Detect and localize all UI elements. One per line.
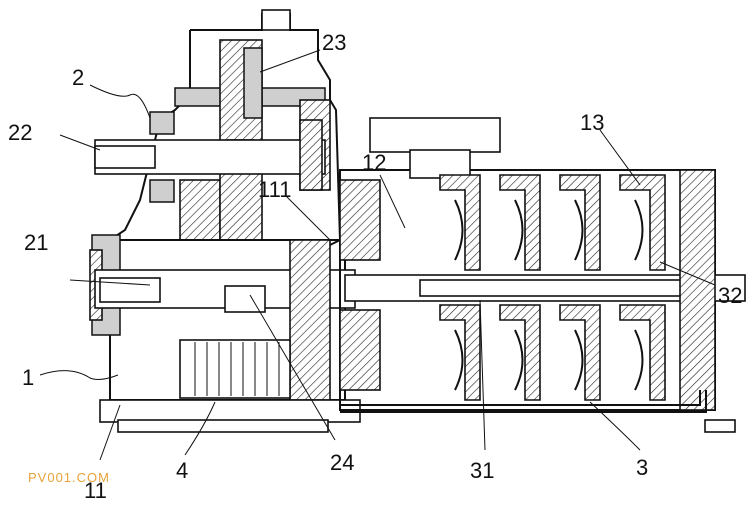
cooling-coil	[179, 339, 291, 399]
callout-31: 31	[470, 458, 494, 483]
watermark-text: PV001.COM	[28, 470, 110, 485]
callout-21: 21	[24, 230, 48, 255]
gearbox-top-bolt	[261, 9, 291, 31]
callout-111: 111	[258, 177, 291, 202]
bearing-housing	[89, 234, 356, 401]
base-frame	[99, 399, 361, 433]
return-pipe	[340, 390, 736, 433]
callout-11: 11	[84, 478, 107, 503]
callout-24: 24	[330, 450, 354, 475]
input-shaft	[94, 111, 326, 203]
callout-23: 23	[322, 30, 346, 55]
callout-1: 1	[22, 365, 34, 390]
callout-12: 12	[362, 150, 386, 175]
leader-lines	[39, 49, 716, 461]
callout-2: 2	[72, 65, 84, 90]
callout-22: 22	[8, 120, 32, 145]
callout-13: 13	[580, 110, 604, 135]
callout-3: 3	[636, 455, 648, 480]
callout-4: 4	[176, 458, 188, 483]
pump-body	[339, 117, 746, 411]
callout-32: 32	[718, 283, 742, 308]
pump-stages	[439, 174, 666, 401]
